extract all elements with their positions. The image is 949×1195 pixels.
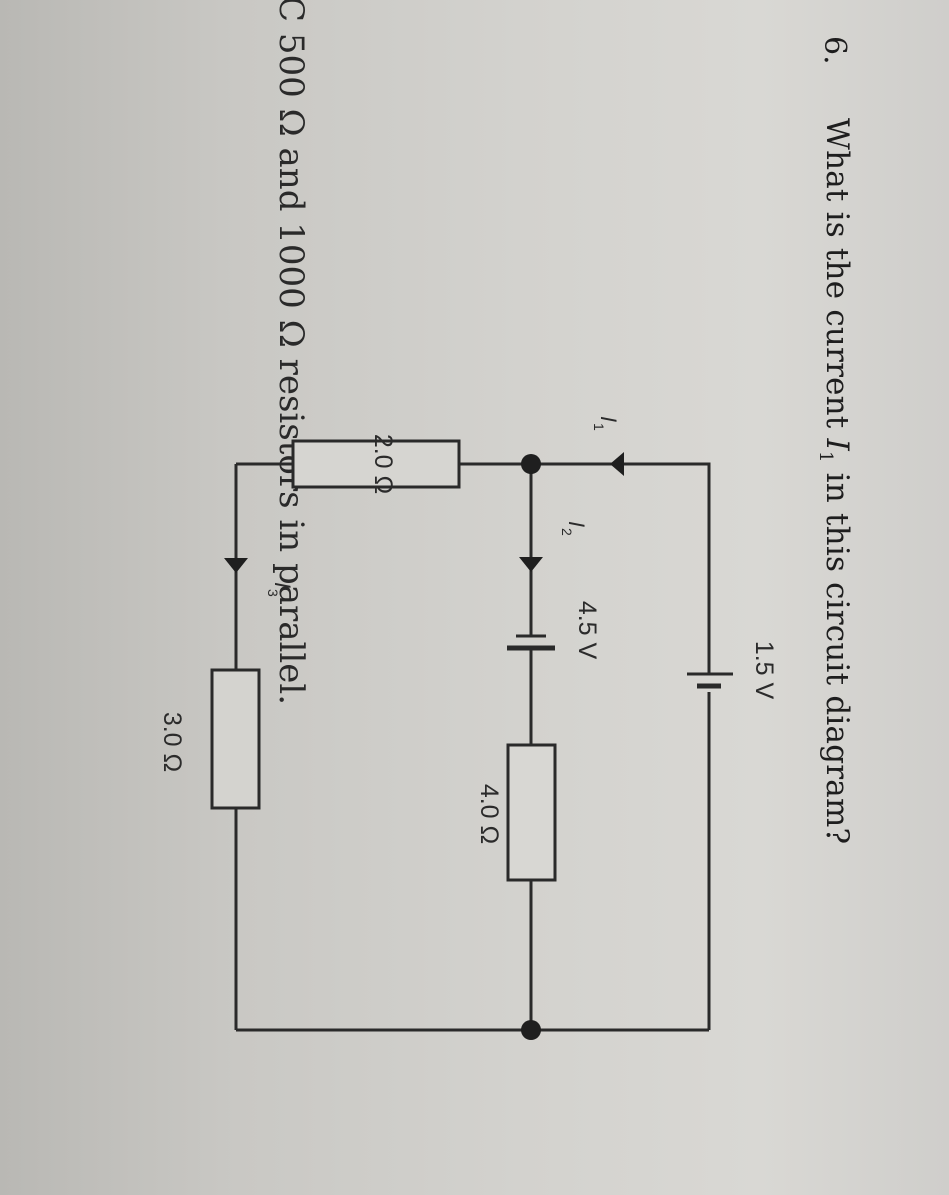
label-i3-sub: 3 [265,589,281,597]
label-4-5v: 4.5 V [573,601,601,660]
label-i1-sub: 1 [591,423,607,431]
resistor-4ohm [506,743,557,882]
junction-bottom [521,1020,541,1040]
label-3-0ohm: 3.0 Ω [158,712,186,772]
label-i2-symbol: I [564,521,589,527]
battery-1-5v [687,672,733,689]
label-i1-symbol: I [596,416,621,422]
circuit-wires [234,462,711,1032]
battery-4-5v [507,634,555,651]
arrow-i3-icon [224,558,248,573]
resistor-3ohm [210,668,261,810]
arrow-i1-icon [610,452,624,476]
resistor-2ohm [291,439,461,489]
label-i1: I 1 [591,416,621,431]
label-2-0ohm: 2.0 Ω [369,434,397,494]
junction-top [521,454,541,474]
label-1-5v: 1.5 V [750,641,778,700]
wire-top-right [459,462,711,674]
arrow-i2-icon [519,557,543,572]
label-i2: I 2 [559,521,589,536]
label-4-0ohm: 4.0 Ω [475,784,503,844]
label-i2-sub: 2 [559,528,575,536]
label-i3: I 3 [265,582,295,597]
label-i3-symbol: I [270,582,295,588]
